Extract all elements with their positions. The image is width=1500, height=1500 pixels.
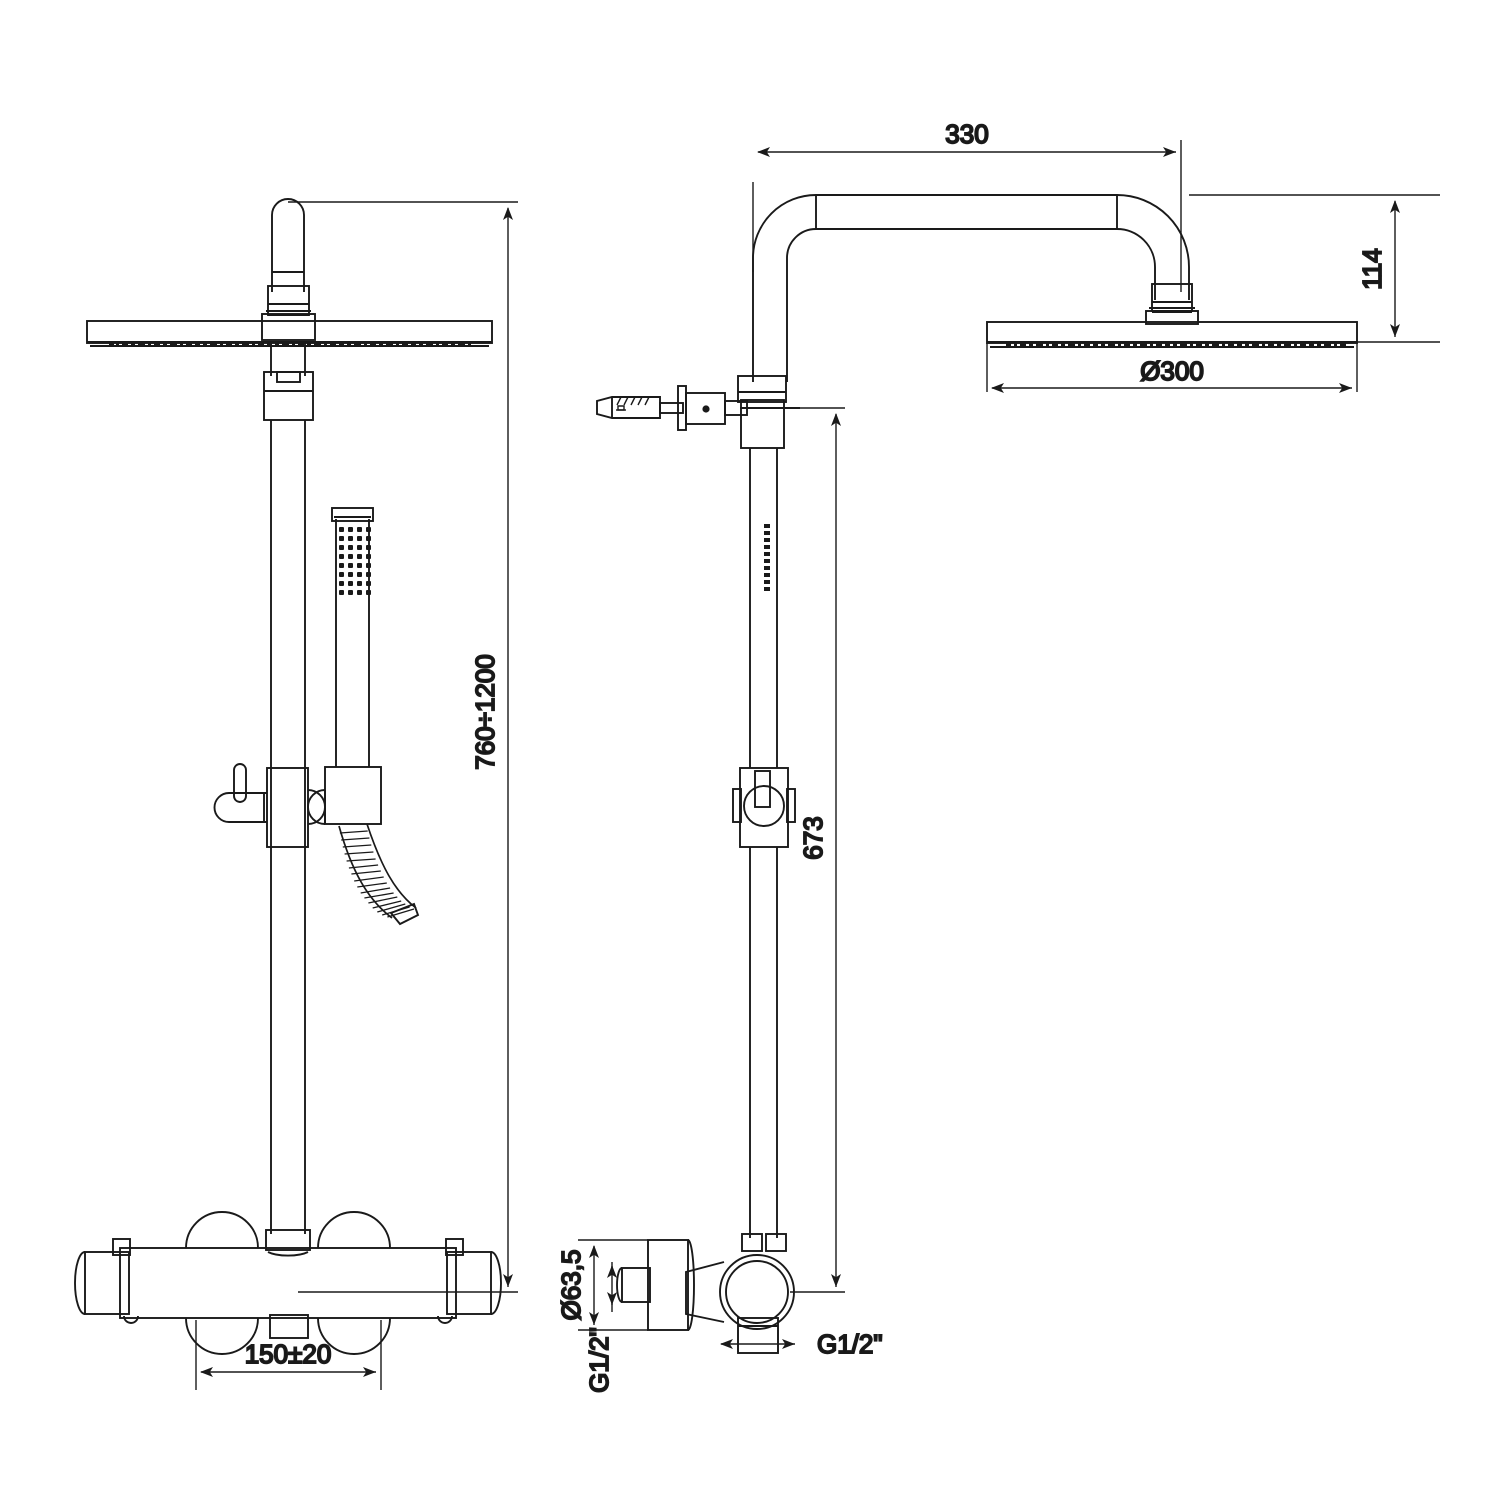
dimension-riser-to-mixer — [790, 407, 845, 1293]
riser-pipe-front — [263, 343, 314, 1234]
dimension-673-label: 673 — [798, 816, 828, 859]
hand-shower-holder-front — [307, 766, 382, 825]
dimension-g12-vertical-label: G1/2" — [584, 1327, 614, 1393]
dimension-114-label: 114 — [1357, 248, 1387, 289]
rain-head-plate-front — [86, 320, 493, 347]
dimension-150-20-label: 150±20 — [245, 1339, 332, 1369]
riser-lower-connector-front — [265, 1229, 311, 1251]
dimension-d300-label: Ø300 — [1140, 356, 1204, 386]
front-elevation-view — [74, 198, 502, 1355]
dimension-330-label: 330 — [945, 119, 988, 149]
dimension-g12-horizontal-label: G1/2" — [817, 1329, 883, 1359]
dimension-head-diameter — [986, 343, 1358, 393]
slide-bracket-side — [732, 767, 796, 848]
flexible-hose-front — [338, 823, 420, 926]
dimension-escutcheon-diameter — [578, 1239, 648, 1331]
thermostatic-mixer-side — [616, 1233, 795, 1354]
head-swivel-collar-side — [1145, 283, 1199, 325]
hand-shower-edge-side — [764, 524, 770, 591]
dimension-d635-label: Ø63,5 — [556, 1250, 586, 1321]
hand-shower-front — [331, 507, 374, 767]
side-elevation-view — [596, 194, 1358, 1354]
riser-top-connector-side — [737, 375, 787, 1238]
thermostatic-mixer-front — [74, 1211, 502, 1355]
dimension-760-1200-label: 760÷1200 — [470, 654, 500, 770]
dimension-arm-projection — [752, 140, 1182, 292]
shower-arm-side — [752, 194, 1190, 382]
head-mount-base-front — [261, 313, 316, 341]
slide-bracket-front — [213, 763, 309, 848]
rain-head-plate-side — [986, 321, 1358, 348]
rain-head-nozzles-side — [1006, 343, 1346, 348]
head-swivel-collar-front — [266, 285, 311, 316]
hand-shower-face-nozzles-front — [339, 527, 371, 595]
dimension-mixer-centres — [195, 1320, 382, 1390]
dimension-inlet-thread-horizontal — [720, 1330, 795, 1352]
rain-head-nozzles-front — [109, 343, 471, 347]
dimension-head-drop — [1189, 194, 1440, 343]
dimension-overall-height — [288, 201, 518, 1293]
shower-arm-stub-front — [271, 198, 305, 292]
